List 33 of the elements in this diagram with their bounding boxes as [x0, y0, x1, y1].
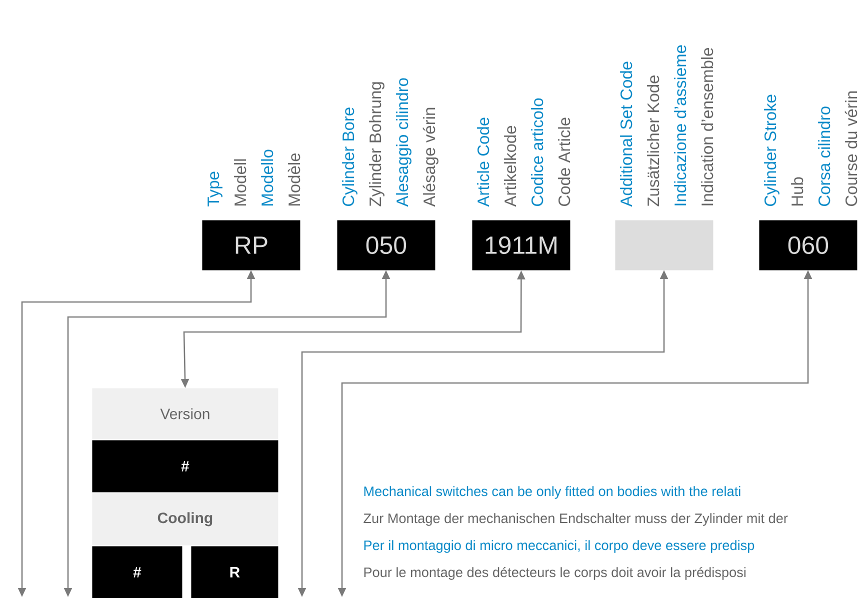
table-cell: R: [191, 546, 278, 598]
heading-label: Indication d’ensemble: [701, 48, 714, 206]
heading-label: Article Code: [477, 118, 490, 207]
heading-label: Modèle: [288, 153, 300, 206]
heading-label: Zylinder Bohrung: [369, 82, 384, 206]
heading-label: Hub: [791, 177, 804, 206]
heading-label: Corsa cilindro: [818, 106, 830, 206]
heading-label: Indicazione d’assieme: [674, 45, 686, 206]
code-box: 050: [337, 220, 436, 270]
heading-label: Modello: [261, 150, 274, 206]
heading-label: Zusätzlicher Kode: [647, 76, 660, 206]
note-text: Mechanical switches can be only fitted on bodies with the relati: [364, 486, 740, 499]
code-box: 1911M: [472, 220, 570, 270]
heading-label: Type: [208, 172, 222, 206]
heading-label: Alesaggio cilindro: [396, 78, 412, 207]
table-cell: #: [92, 546, 182, 598]
heading-label: Cylinder Bore: [342, 108, 358, 206]
table-cell: Version: [92, 388, 278, 440]
heading-label: Additional Set Code: [620, 62, 632, 207]
code-box: RP: [202, 220, 300, 270]
note-text: Per il montaggio di micro meccanici, il corpo deve essere predisp: [364, 540, 754, 553]
heading-label: Codice articolo: [531, 98, 544, 206]
heading-label: Alésage vérin: [422, 108, 438, 207]
note-text: Zur Montage der mechanischen Endschalter muss der Zylinder mit der: [364, 513, 788, 526]
heading-label: Course du vérin: [844, 91, 858, 206]
table-cell: #: [92, 440, 278, 492]
heading-label: Cylinder Stroke: [764, 94, 780, 206]
table-cell: Cooling: [92, 493, 278, 546]
heading-label: Modell: [234, 159, 246, 206]
heading-label: Code Article: [558, 118, 570, 206]
code-box: 060: [759, 220, 858, 270]
heading-label: Artikelkode: [504, 126, 516, 207]
note-text: Pour le montage des détecteurs le corps doit avoir la prédisposi: [364, 567, 746, 580]
